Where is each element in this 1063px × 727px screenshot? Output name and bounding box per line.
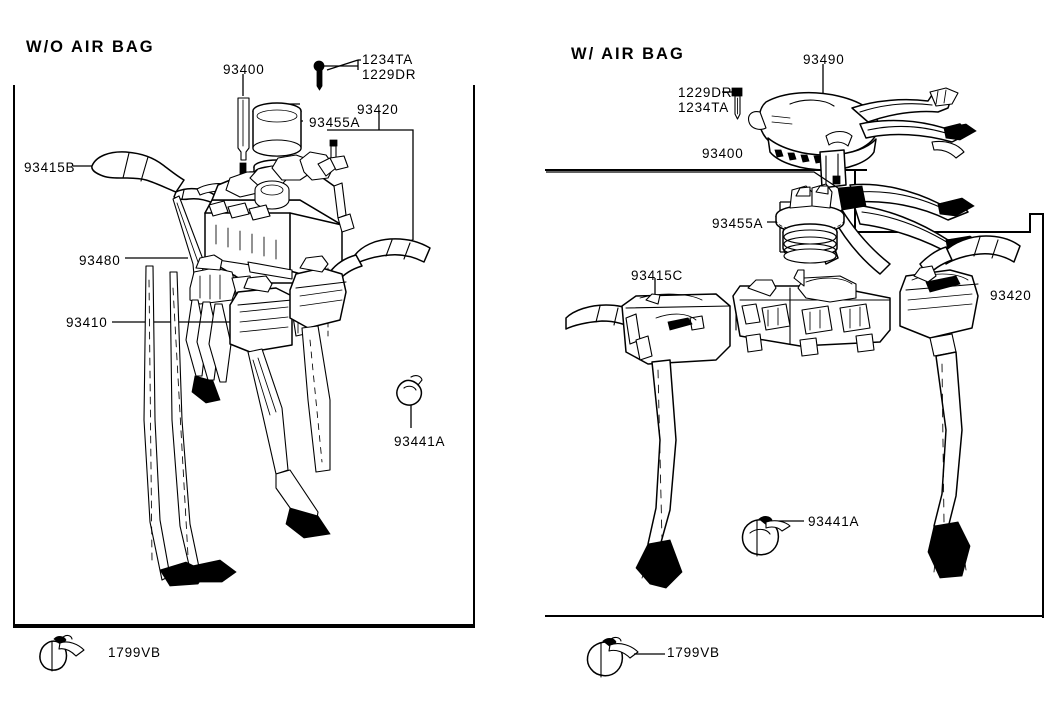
- right-93441a-clip: [741, 516, 804, 557]
- label-left-93400: 93400: [223, 62, 265, 77]
- left-93410-connector: [112, 275, 331, 539]
- right-93400-leader: [546, 171, 839, 189]
- left-93441a-clip: [396, 375, 423, 428]
- right-93455a-contact: [767, 183, 845, 264]
- label-right-93420: 93420: [990, 288, 1032, 303]
- label-right-93441a: 93441A: [808, 514, 860, 529]
- left-panel-frame: [13, 85, 475, 628]
- left-93400-shaft: [237, 74, 250, 184]
- label-left-93441a: 93441A: [394, 434, 446, 449]
- label-left-1229dr: 1229DR: [362, 67, 417, 82]
- right-screw-1229dr: [722, 87, 743, 120]
- right-93420-stalk: [899, 235, 1021, 579]
- right-panel-frame: [545, 169, 1044, 618]
- left-93420-stalk: [289, 238, 431, 473]
- label-right-1799vb: 1799VB: [667, 645, 720, 660]
- right-1799vb-clip: [586, 636, 665, 678]
- left-93480-connector: [125, 254, 259, 404]
- left-main-switch-housing: [204, 151, 355, 341]
- label-right-1229dr: 1229DR: [678, 85, 733, 100]
- right-switch-base: [732, 269, 891, 357]
- right-panel-heading: W/ AIR BAG: [571, 45, 685, 63]
- label-left-1799vb: 1799VB: [108, 645, 161, 660]
- label-right-1234ta: 1234TA: [678, 100, 730, 115]
- label-left-93410: 93410: [66, 315, 108, 330]
- left-screw-1234ta: [313, 59, 361, 91]
- label-left-93480: 93480: [79, 253, 121, 268]
- label-left-93415b: 93415B: [24, 160, 76, 175]
- left-wire-harness: [143, 265, 237, 587]
- label-right-93400: 93400: [702, 146, 744, 161]
- left-panel-heading: W/O AIR BAG: [26, 38, 155, 56]
- label-right-93415c: 93415C: [631, 268, 684, 283]
- label-right-93455a: 93455A: [712, 216, 764, 231]
- label-left-93455a: 93455A: [309, 115, 361, 130]
- right-93415c-stalk: [565, 278, 731, 589]
- left-1799vb-clip: [39, 634, 85, 672]
- label-left-1234ta: 1234TA: [362, 52, 414, 67]
- label-right-93490: 93490: [803, 52, 845, 67]
- label-left-93420: 93420: [357, 102, 399, 117]
